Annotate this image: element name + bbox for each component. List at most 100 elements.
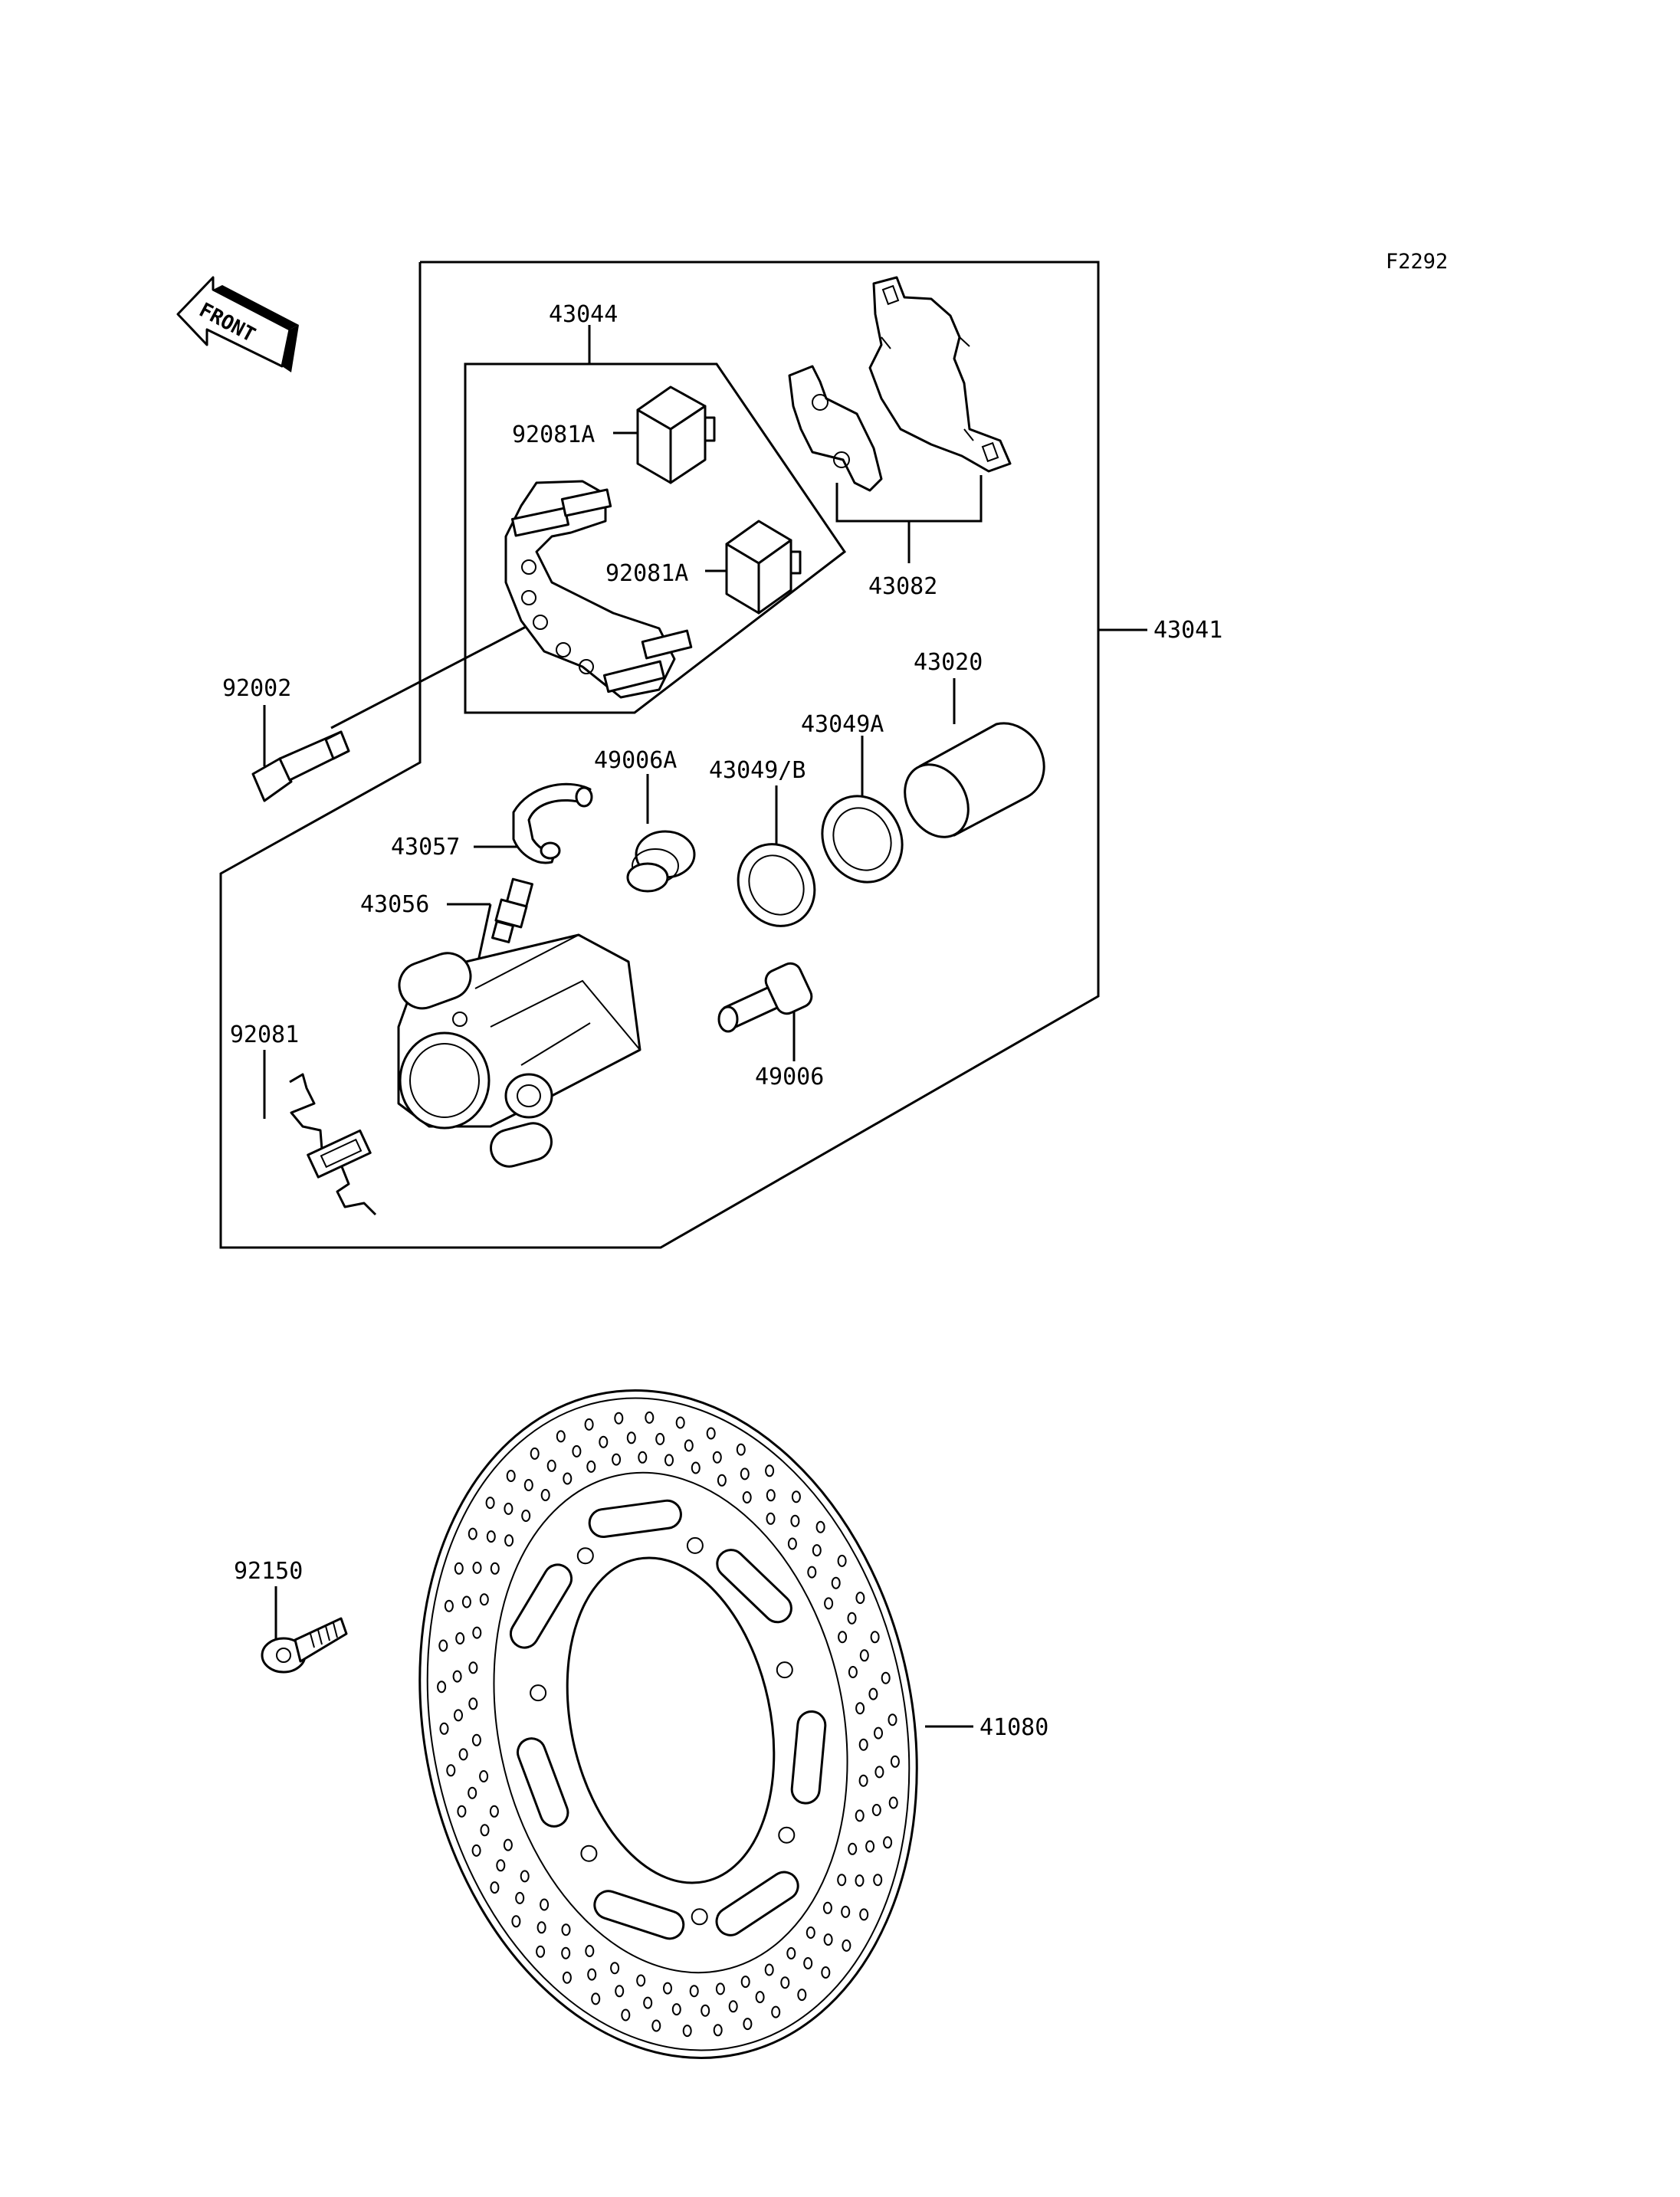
disc-hole xyxy=(812,1544,822,1557)
disc-hole xyxy=(883,1836,893,1849)
disc-bolt-92150 xyxy=(261,1617,348,1674)
disc-hole xyxy=(766,1489,776,1502)
piston-43020 xyxy=(904,722,1045,838)
disc-hole xyxy=(823,1933,833,1946)
callout-49006: 49006 xyxy=(755,1064,824,1090)
disc-hole xyxy=(848,1842,858,1855)
disc-hole xyxy=(868,1687,878,1700)
disc-hole xyxy=(855,1702,865,1715)
disc-hole xyxy=(790,1514,800,1527)
anti-rattle-spring xyxy=(289,1073,377,1216)
callout-92150: 92150 xyxy=(234,1558,303,1585)
disc-hole xyxy=(842,1939,851,1952)
disc-bolt-hole xyxy=(691,1908,708,1926)
disc-hole xyxy=(803,1957,813,1969)
disc-hole xyxy=(468,1786,477,1799)
disc-hole xyxy=(675,1416,685,1429)
disc-slot xyxy=(716,1549,792,1624)
disc-hole xyxy=(706,1427,716,1440)
disc-hole xyxy=(504,1534,514,1547)
disc-hole xyxy=(728,2000,738,2013)
disc-hole xyxy=(584,1418,594,1431)
disc-hole xyxy=(755,1991,765,2004)
brake-pad-front xyxy=(788,365,883,492)
disc-hole xyxy=(736,1443,746,1456)
disc-hole xyxy=(521,1510,531,1522)
leader-lines xyxy=(263,325,1147,1728)
disc-bolt-hole xyxy=(686,1536,704,1554)
pad-spring-upper xyxy=(636,385,716,484)
callout-43044: 43044 xyxy=(549,301,618,328)
disc-hole xyxy=(471,1733,481,1746)
disc-hole xyxy=(766,1512,776,1525)
disc-hole xyxy=(847,1612,857,1625)
callout-43020: 43020 xyxy=(914,649,983,676)
figure-code: F2292 xyxy=(1386,250,1448,274)
slide-pin-49006 xyxy=(717,962,813,1033)
disc-hole xyxy=(638,1451,648,1464)
piston-seal-43049A xyxy=(821,795,904,884)
disc-vent-holes xyxy=(437,1411,900,2038)
disc-hole xyxy=(506,1470,516,1482)
disc-hole xyxy=(743,2018,753,2031)
disc-hole xyxy=(479,1770,489,1782)
disc-hole xyxy=(786,1947,796,1959)
disc-bolt-hole xyxy=(776,1661,793,1679)
disc-slot xyxy=(509,1563,573,1649)
disc-hole xyxy=(444,1599,454,1612)
disc-hole xyxy=(446,1764,456,1777)
disc-hole xyxy=(615,1985,625,1998)
disc-hole xyxy=(837,1874,847,1887)
disc-hole xyxy=(520,1870,530,1883)
disc-hole xyxy=(831,1576,841,1589)
disc-hole xyxy=(664,1454,674,1467)
disc-hole xyxy=(838,1631,848,1644)
disc-hole xyxy=(489,1805,499,1818)
disc-hole xyxy=(771,2005,781,2018)
disc-hole xyxy=(454,1709,463,1722)
disc-hole xyxy=(438,1639,448,1652)
disc-hole xyxy=(858,1738,868,1751)
disc-hole xyxy=(822,1901,832,1914)
disc-bolt-hole xyxy=(580,1844,598,1862)
bracket-assembly-outline xyxy=(464,362,847,714)
disc-hole xyxy=(562,1971,572,1984)
disc-hole xyxy=(859,1908,869,1921)
disc-slot xyxy=(790,1710,827,1805)
disc-hole xyxy=(468,1661,478,1674)
disc-hole xyxy=(556,1430,566,1443)
disc-slot xyxy=(593,1890,685,1940)
disc-hole xyxy=(791,1490,801,1503)
disc-hole xyxy=(821,1966,831,1979)
disc-hole xyxy=(503,1838,513,1851)
disc-hole xyxy=(888,1713,897,1726)
disc-hole xyxy=(815,1520,825,1533)
disc-hole xyxy=(671,2003,681,2016)
disc-hole xyxy=(614,1412,624,1425)
disc-hole xyxy=(612,1453,622,1466)
bleeder-valve xyxy=(491,877,533,943)
disc-bolt-hole xyxy=(778,1826,796,1844)
disc-hole xyxy=(458,1748,468,1761)
disc-hole xyxy=(848,1666,858,1678)
disc-hole xyxy=(511,1915,521,1928)
disc-hole xyxy=(530,1447,540,1460)
disc-hole xyxy=(546,1459,556,1472)
disc-hole xyxy=(888,1796,898,1809)
disc-hole xyxy=(797,1989,807,2002)
disc-hole xyxy=(841,1905,851,1918)
disc-hole xyxy=(855,1874,865,1887)
disc-hole xyxy=(824,1597,834,1610)
callout-92002: 92002 xyxy=(222,675,291,702)
disc-hole xyxy=(873,1874,883,1887)
caliper-assembly-outline xyxy=(219,261,1100,1249)
disc-hole xyxy=(874,1766,884,1779)
disc-hole xyxy=(496,1859,506,1872)
disc-hole xyxy=(859,1649,869,1662)
disc-hole xyxy=(472,1561,482,1574)
callout-92081A-lower: 92081A xyxy=(605,560,688,587)
disc-hole xyxy=(806,1926,815,1939)
disc-hole xyxy=(663,1982,672,1995)
disc-hole xyxy=(764,1963,774,1976)
disc-hole xyxy=(515,1891,525,1904)
